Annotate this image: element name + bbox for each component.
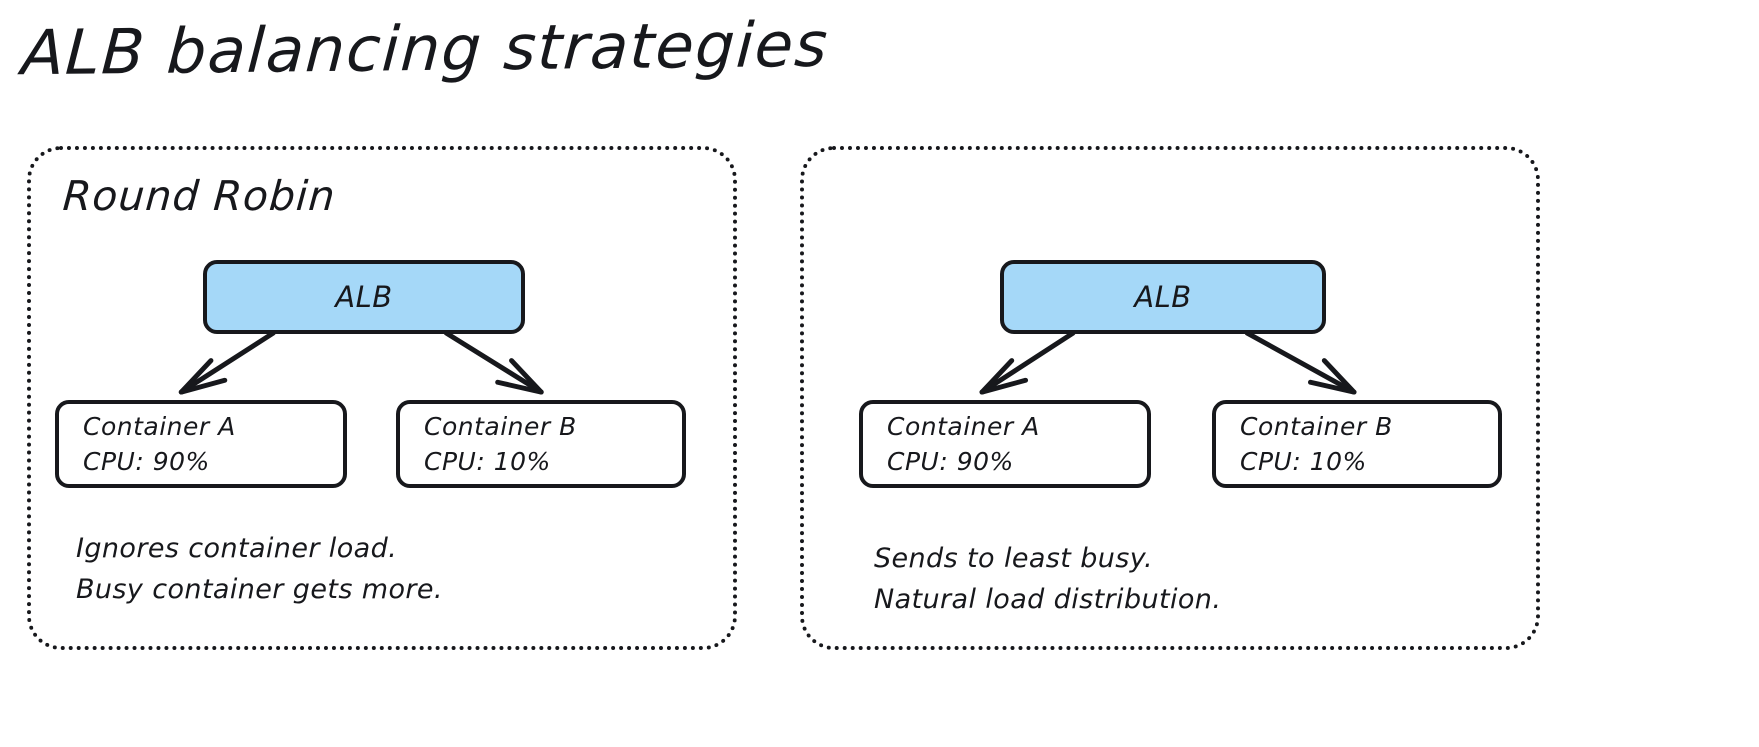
container-b-node-least-outstanding[interactable]: Container B CPU: 10% <box>1212 400 1502 488</box>
alb-label: ALB <box>335 280 393 314</box>
arrows-round-robin <box>178 330 544 395</box>
arrows-least-outstanding <box>979 330 1357 395</box>
arrow-alb-to-container-b <box>1244 330 1357 395</box>
panel-round-robin: Round Robin ALB Container A CPU: 90% Con… <box>27 146 737 650</box>
caption-round-robin: Ignores container load. Busy container g… <box>76 528 443 610</box>
caption-least-outstanding: Sends to least busy. Natural load distri… <box>874 538 1221 620</box>
caption-line-1: Sends to least busy. <box>874 543 1154 574</box>
container-a-cpu: CPU: 90% <box>83 447 210 476</box>
alb-label: ALB <box>1134 280 1192 314</box>
container-b-cpu: CPU: 10% <box>1240 447 1367 476</box>
panel-least-outstanding: ALB Container A CPU: 90% Container B CPU… <box>800 146 1540 650</box>
caption-line-1: Ignores container load. <box>76 533 398 564</box>
page-title: ALB balancing strategies <box>19 7 831 90</box>
container-b-node-round-robin[interactable]: Container B CPU: 10% <box>396 400 686 488</box>
container-b-name: Container B <box>424 411 577 441</box>
container-a-cpu: CPU: 90% <box>887 447 1014 476</box>
arrow-alb-to-container-a <box>979 330 1076 395</box>
container-a-name: Container A <box>83 411 236 441</box>
container-b-cpu: CPU: 10% <box>424 447 551 476</box>
caption-line-2: Busy container gets more. <box>76 574 443 606</box>
container-a-name: Container A <box>887 411 1040 441</box>
caption-line-2: Natural load distribution. <box>874 584 1222 616</box>
alb-node-least-outstanding[interactable]: ALB <box>1000 260 1326 334</box>
alb-node-round-robin[interactable]: ALB <box>203 260 525 334</box>
container-b-name: Container B <box>1240 411 1393 441</box>
container-a-node-round-robin[interactable]: Container A CPU: 90% <box>55 400 347 488</box>
arrow-alb-to-container-a <box>178 330 276 395</box>
container-a-node-least-outstanding[interactable]: Container A CPU: 90% <box>859 400 1151 488</box>
arrow-alb-to-container-b <box>443 330 544 395</box>
